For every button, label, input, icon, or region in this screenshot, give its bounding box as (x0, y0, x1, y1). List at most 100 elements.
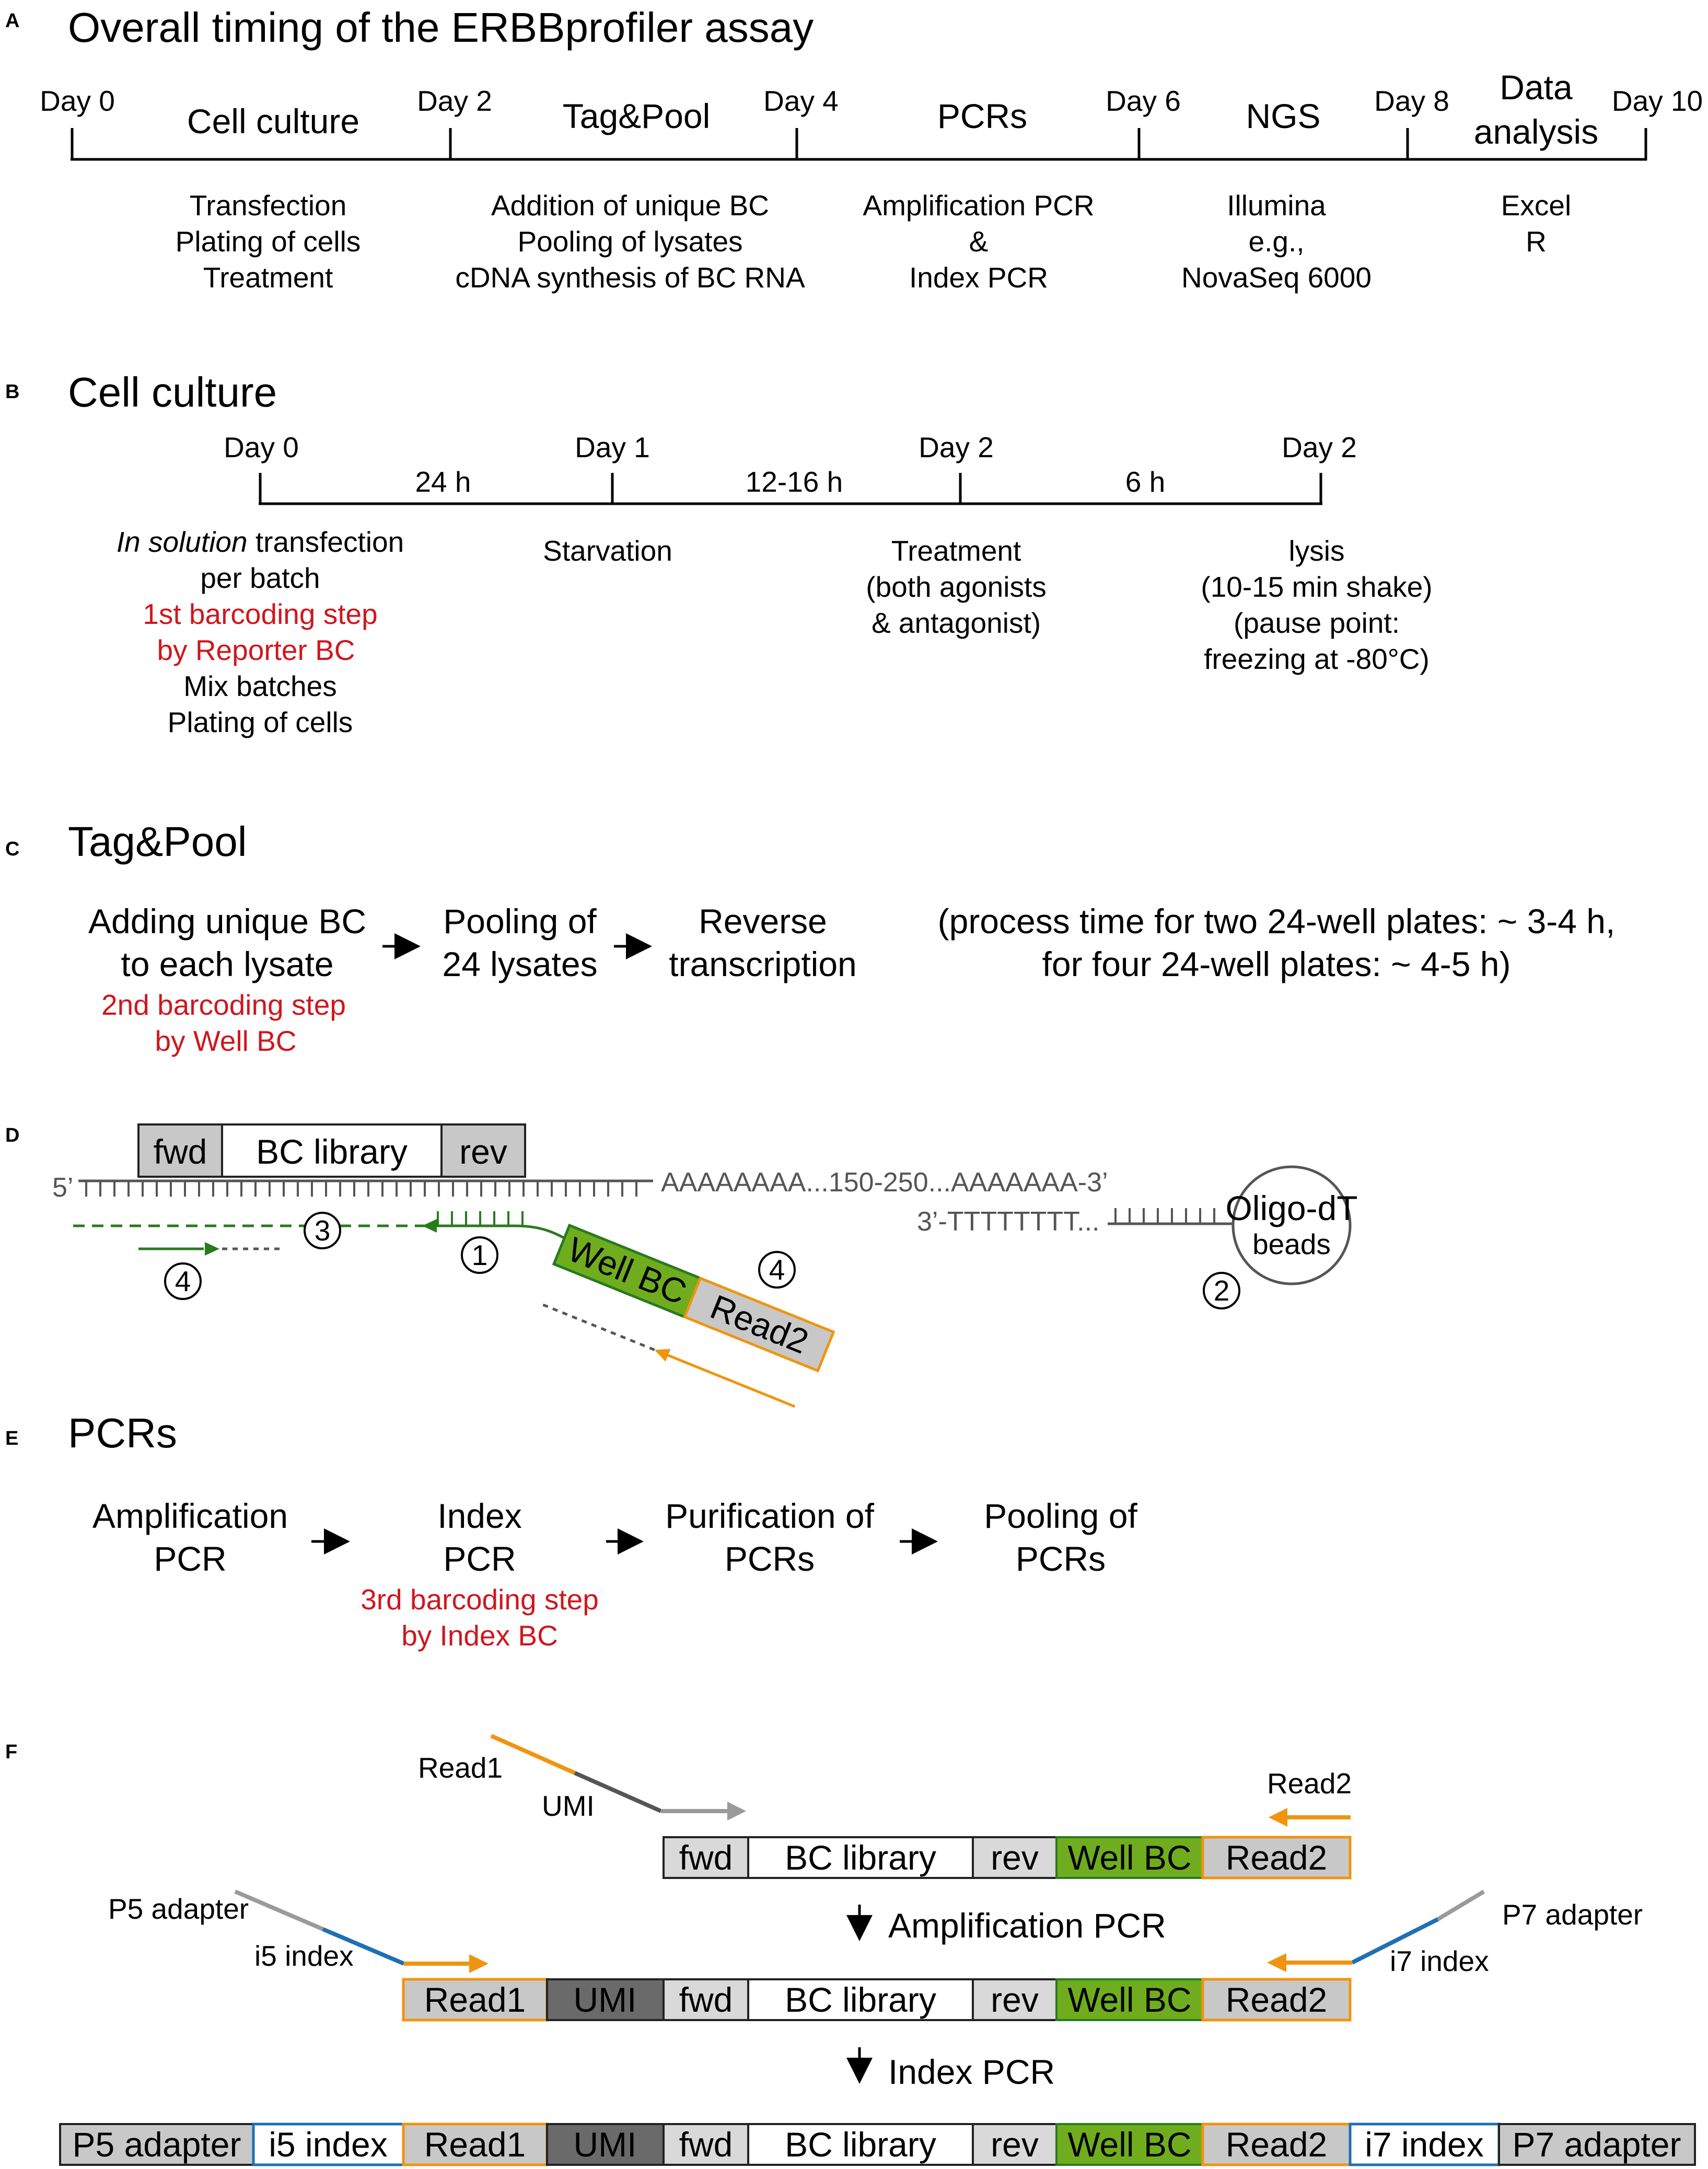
construct-row-3: P5 adapter i5 index Read1 UMI fwd BC lib… (59, 2122, 1696, 2166)
step-text: 24 lysates (442, 945, 597, 983)
bc-library-label: BC library (256, 1132, 408, 1171)
segment-label: Read2 (1226, 2125, 1328, 2164)
well-bc-primer (431, 1224, 571, 1243)
desc-text: (10-15 min shake) (1201, 571, 1432, 603)
step-text: PCRs (1016, 1539, 1106, 1578)
phase-desc: Excel (1501, 189, 1572, 222)
segment-label: BC library (785, 1838, 936, 1877)
phase-desc: Pooling of lysates (517, 225, 742, 258)
step-circle: 2 (1203, 1272, 1240, 1309)
segment-label: Read1 (424, 2125, 526, 2164)
desc-text: per batch (200, 562, 320, 594)
well-bc-label: Well BC (563, 1230, 692, 1312)
segment-label: BC library (785, 2125, 936, 2164)
rev-label: rev (459, 1132, 507, 1171)
panel-d: D fwd BC library rev 5’ AAAAAAAA...150-2… (5, 1123, 1358, 1408)
umi-primer-segment (574, 1771, 662, 1813)
read2-primer (658, 1350, 796, 1408)
svg-text:2: 2 (1214, 1274, 1230, 1307)
step-text: Reverse (699, 902, 827, 941)
phase-desc: cDNA synthesis of BC RNA (455, 261, 805, 294)
panel-b-title: Cell culture (68, 369, 277, 415)
desc-text: Mix batches (183, 670, 336, 702)
index-pcr-label: Index PCR (888, 2052, 1055, 2091)
segment-label: BC library (785, 1980, 936, 2019)
segment-label: fwd (679, 1838, 733, 1877)
five-prime-label: 5’ (52, 1173, 73, 1203)
step-circle: 3 (304, 1212, 341, 1249)
read2-label: Read2 (1267, 1767, 1352, 1800)
phase-label: Data (1500, 68, 1573, 107)
barcoding-step-label: 2nd barcoding step (101, 989, 346, 1021)
read2-primer-dotted (542, 1303, 655, 1351)
read2-label: Read2 (705, 1287, 814, 1361)
process-time-note: for four 24-well plates: ~ 4-5 h) (1042, 945, 1511, 983)
phase-desc: Addition of unique BC (491, 189, 769, 222)
p5-primer-segment (234, 1889, 324, 1931)
phase-label: Cell culture (187, 102, 359, 141)
interval-label: 6 h (1125, 466, 1165, 498)
day-label: Day 2 (919, 431, 994, 463)
day-label: Day 4 (763, 85, 839, 117)
day-label: Day 8 (1374, 85, 1449, 117)
step-text: PCRs (725, 1539, 815, 1578)
panel-e-title: PCRs (68, 1410, 177, 1456)
phase-desc: Index PCR (909, 261, 1048, 294)
step-circle: 4 (164, 1262, 202, 1300)
arrowhead-icon (469, 1954, 489, 1973)
panel-a-title: Overall timing of the ERBBprofiler assay (68, 4, 814, 51)
segment-label: UMI (574, 1980, 637, 2019)
rna-comb (85, 1181, 637, 1197)
panel-f: F Read1 UMI Read2 fwd BC library rev Wel… (5, 1734, 1696, 2166)
segment-label: Well BC (1067, 1838, 1191, 1877)
desc-day0-line1: In solution transfection (117, 526, 404, 558)
text: transfection (248, 526, 404, 558)
segment-label: Well BC (1067, 2125, 1191, 2164)
desc-text: (pause point: (1234, 607, 1400, 639)
oligo-comb (1114, 1208, 1215, 1224)
panel-a: A Overall timing of the ERBBprofiler ass… (5, 4, 1703, 294)
step-text: to each lysate (121, 945, 333, 983)
phase-desc: NovaSeq 6000 (1181, 261, 1372, 294)
panel-letter-e: E (5, 1428, 18, 1449)
phase-label: NGS (1246, 97, 1320, 135)
segment-label: rev (991, 1838, 1039, 1877)
segment-label: rev (991, 2125, 1039, 2164)
polya-label: AAAAAAAA...150-250...AAAAAAA-3’ (661, 1167, 1108, 1198)
day-label: Day 2 (417, 85, 492, 117)
amplification-pcr-label: Amplification PCR (888, 1906, 1166, 1945)
desc-text: Plating of cells (168, 706, 353, 738)
p5-label: P5 adapter (108, 1893, 249, 1925)
barcoding-step-label: 3rd barcoding step (361, 1583, 599, 1616)
segment-label: fwd (679, 1980, 733, 2019)
barcoding-step-label: by Reporter BC (157, 634, 355, 666)
day-label: Day 6 (1106, 85, 1181, 117)
step-text: Pooling of (984, 1497, 1137, 1535)
i7-label: i7 index (1390, 1945, 1489, 1977)
arrowhead-icon (727, 1802, 746, 1820)
day-label: Day 2 (1282, 431, 1357, 463)
day-label: Day 1 (575, 431, 650, 463)
construct-row-1: fwd BC library rev Well BC Read2 (663, 1836, 1352, 1880)
phase-label: Tag&Pool (563, 97, 711, 135)
i5-primer-segment (322, 1927, 405, 1966)
svg-text:4: 4 (175, 1265, 191, 1297)
panel-e: E PCRs Amplification PCR Index PCR 3rd b… (5, 1410, 1137, 1652)
arrowhead-icon (1269, 1808, 1287, 1827)
interval-label: 12-16 h (746, 466, 843, 498)
segment-label: UMI (574, 2125, 637, 2164)
segment-label: P5 adapter (73, 2125, 241, 2164)
phase-desc: Treatment (203, 261, 333, 294)
segment-label: P7 adapter (1513, 2125, 1681, 2164)
day-label: Day 0 (224, 431, 299, 463)
i5-label: i5 index (254, 1940, 354, 1972)
bead-label: Oligo-dT (1225, 1189, 1357, 1227)
phase-desc: R (1526, 225, 1547, 258)
barcoding-step-label: by Well BC (155, 1025, 297, 1057)
barcoding-step-label: by Index BC (401, 1619, 558, 1652)
step-text: PCR (443, 1539, 516, 1578)
desc-text: freezing at -80°C) (1204, 643, 1430, 675)
arrowhead-icon (654, 1349, 671, 1362)
segment-label: fwd (679, 2125, 733, 2164)
